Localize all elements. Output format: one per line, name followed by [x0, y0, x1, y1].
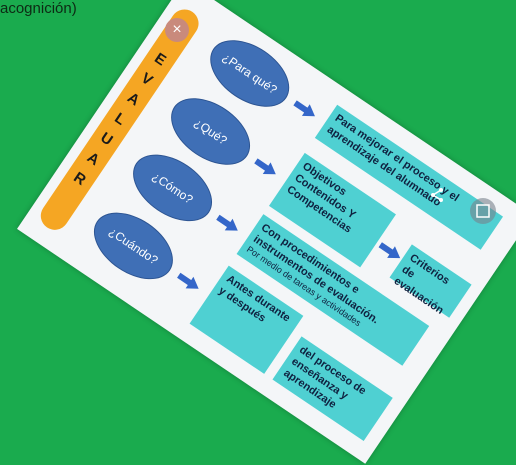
arrow-right-icon: [253, 156, 280, 181]
arrow-right-icon: [292, 98, 319, 123]
lens-glyph: [476, 204, 490, 218]
infographic-card: E V A L U A R ¿Para qué? ¿Qué? ¿Cómo? ¿C…: [17, 0, 516, 464]
arrow-right-icon: [377, 240, 405, 264]
infographic-inner: E V A L U A R ¿Para qué? ¿Qué? ¿Cómo? ¿C…: [17, 0, 516, 464]
close-icon[interactable]: ×: [165, 18, 189, 42]
lens-icon[interactable]: [470, 198, 496, 224]
evaluar-letter: R: [70, 168, 89, 190]
box-proceso: del proceso de enseñanza y aprendizaje: [272, 336, 393, 442]
arrow-right-icon: [215, 212, 242, 237]
arrow-right-icon: [175, 270, 203, 295]
share-icon[interactable]: [426, 184, 448, 206]
share-glyph: [431, 188, 443, 202]
page-caption: acognición): [0, 0, 77, 17]
